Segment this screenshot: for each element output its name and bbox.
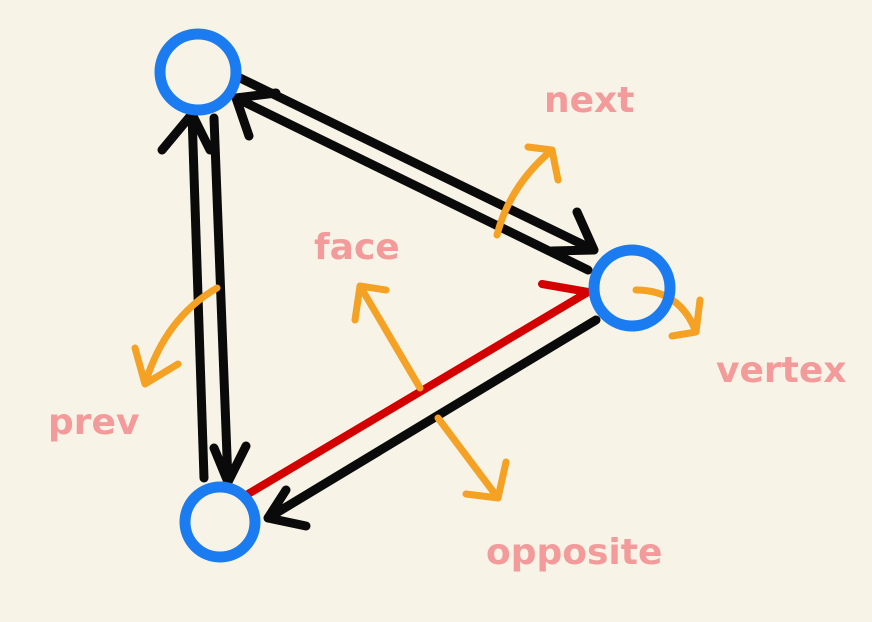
half-edge-top-to-right xyxy=(235,73,599,256)
selected-half-edge xyxy=(244,280,592,498)
opposite-pointer-arrow xyxy=(434,414,510,502)
vertex-bottom xyxy=(179,481,261,563)
face-label: face xyxy=(314,227,400,268)
half-edge-right-to-bottom xyxy=(263,315,601,531)
vertex-top xyxy=(154,28,242,116)
next-pointer-arrow xyxy=(493,143,562,239)
vertex-label: vertex xyxy=(716,350,846,391)
opposite-label: opposite xyxy=(486,532,662,573)
vertices xyxy=(154,28,676,563)
prev-pointer-arrow xyxy=(131,284,221,388)
prev-label: prev xyxy=(48,402,139,443)
half-edge-right-to-top xyxy=(231,88,593,275)
pointers xyxy=(131,143,704,502)
vertex-right xyxy=(588,244,676,332)
half-edges xyxy=(157,73,601,531)
labels: next face vertex prev opposite xyxy=(48,80,846,573)
next-label: next xyxy=(544,80,634,121)
half-edge-top-to-bottom xyxy=(209,113,251,487)
face-pointer-arrow xyxy=(351,282,424,392)
